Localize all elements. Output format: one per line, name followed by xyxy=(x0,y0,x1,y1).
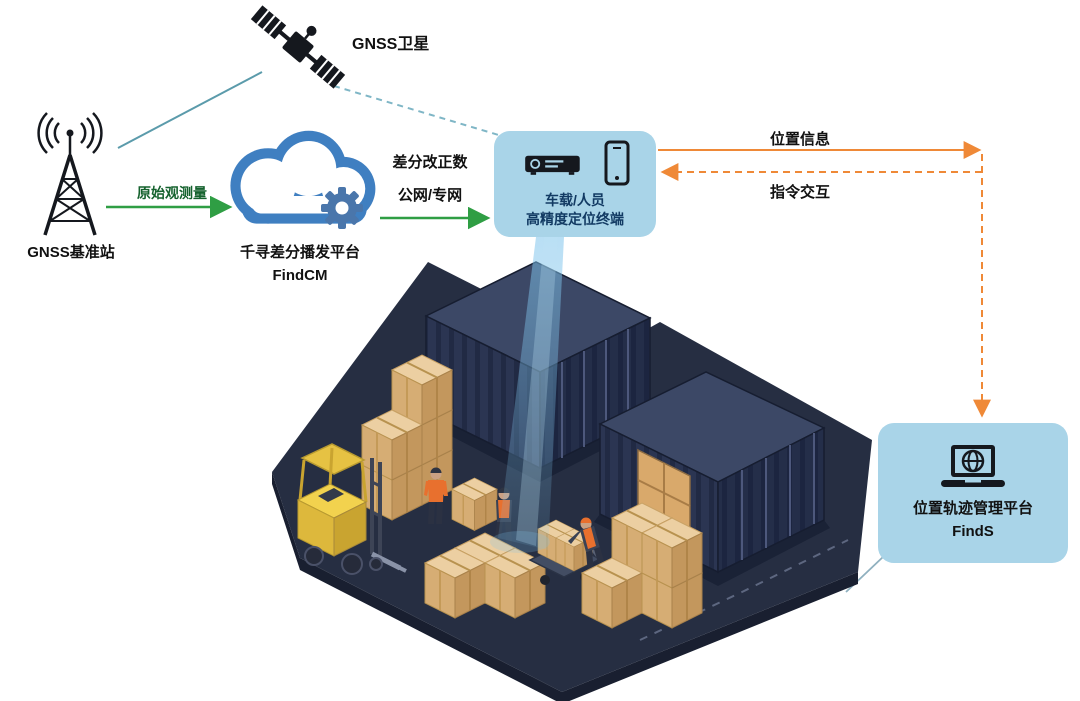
smartphone-icon xyxy=(604,140,630,186)
worker-1 xyxy=(424,467,448,524)
link-satellite-terminal xyxy=(333,85,503,137)
terminal-label-line1: 车载/人员 xyxy=(545,191,605,208)
gear-icon xyxy=(321,187,363,229)
container-right-shadow xyxy=(594,514,830,586)
terminal-icons xyxy=(520,140,630,186)
edge-label-command-interaction: 指令交互 xyxy=(769,184,830,201)
arrow-position-info xyxy=(658,141,991,418)
terminal-label-line2: 高精度定位终端 xyxy=(526,210,624,227)
terminal-node: 车载/人员 高精度定位终端 xyxy=(494,131,656,237)
receiver-icon xyxy=(525,155,580,175)
satellite-label: GNSS卫星 xyxy=(352,36,430,53)
positioning-beam xyxy=(490,237,564,553)
edge-label-position-info: 位置信息 xyxy=(769,131,830,148)
forklift-icon xyxy=(296,443,407,575)
base-station-label: GNSS基准站 xyxy=(27,244,115,261)
base-station-icon xyxy=(37,112,103,236)
management-platform-node: 位置轨迹管理平台 FindS xyxy=(878,423,1068,563)
laptop-globe-icon xyxy=(941,444,1005,487)
management-platform-name: 位置轨迹管理平台 xyxy=(912,499,1033,517)
cloud-platform-label: 千寻差分播发平台 FindCM xyxy=(218,242,382,287)
cloud-platform-name: 千寻差分播发平台 xyxy=(239,244,360,261)
link-satellite-basestation xyxy=(117,71,263,149)
management-platform-product: FindS xyxy=(952,523,994,540)
single-box xyxy=(451,477,498,532)
cloud-platform-product: FindCM xyxy=(272,266,328,284)
cloud-icon xyxy=(230,130,376,229)
edge-label-raw-observation: 原始观测量 xyxy=(137,185,207,201)
satellite-icon xyxy=(250,5,346,89)
warehouse-illustration xyxy=(272,237,872,701)
edge-label-correction-line2: 公网/专网 xyxy=(397,187,463,204)
edge-label-correction-line1: 差分改正数 xyxy=(392,154,468,171)
